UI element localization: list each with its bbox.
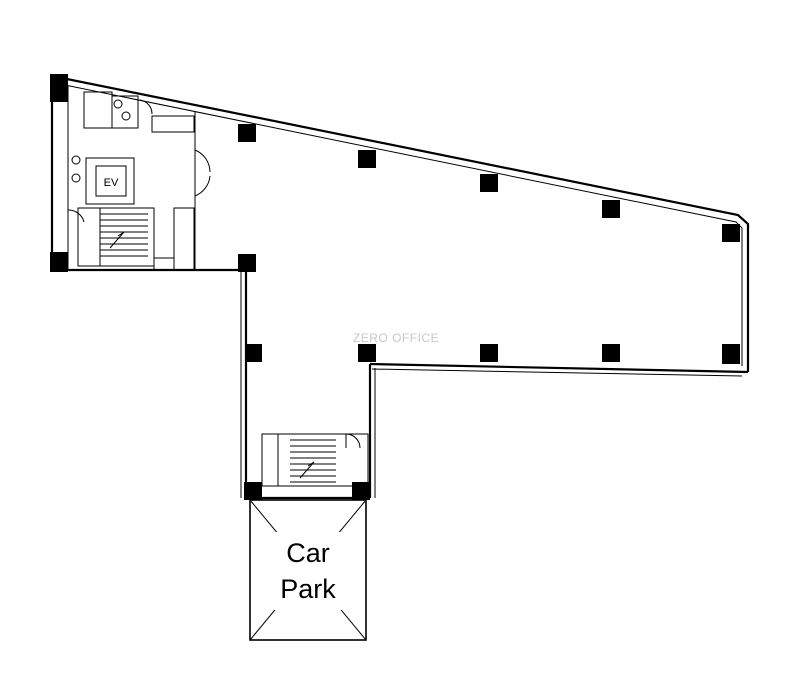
stairwell xyxy=(77,207,155,267)
column xyxy=(352,482,370,500)
column xyxy=(246,344,262,362)
floor-outline xyxy=(50,74,750,500)
column xyxy=(358,344,376,362)
column xyxy=(244,482,262,500)
column xyxy=(238,124,256,142)
toilet-room xyxy=(111,95,139,129)
column xyxy=(358,150,376,168)
column xyxy=(480,174,498,192)
car-park: Car Park xyxy=(249,499,367,641)
elevator-label: EV xyxy=(104,177,119,189)
column xyxy=(722,344,740,364)
sink-counter xyxy=(151,115,195,133)
service-core: EV xyxy=(50,74,211,272)
column xyxy=(238,254,256,272)
column xyxy=(602,200,620,218)
column xyxy=(480,344,498,362)
elevator xyxy=(95,165,127,197)
toilet-room xyxy=(83,91,113,129)
columns xyxy=(238,124,740,500)
watermark: ZERO OFFICE xyxy=(353,331,439,345)
column xyxy=(602,344,620,362)
column xyxy=(722,224,740,242)
car-park-label-line1: Car xyxy=(286,538,330,568)
car-park-label-line2: Park xyxy=(280,574,336,604)
stairwell-lower xyxy=(261,433,369,487)
